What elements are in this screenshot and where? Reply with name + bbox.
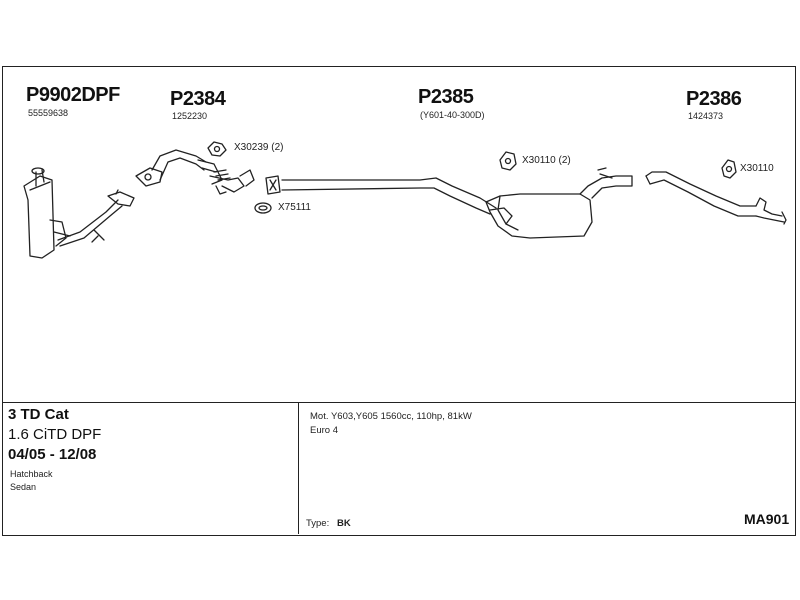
date-range: 04/05 - 12/08 bbox=[8, 446, 97, 463]
fitting-label-clamp: X30239 (2) bbox=[234, 142, 284, 153]
part-code-rear-pipe: P2386 bbox=[686, 88, 742, 110]
type-label: Type: bbox=[306, 518, 330, 529]
dpf-canister-drawing bbox=[23, 167, 135, 259]
fitting-label-gasket: X75111 bbox=[278, 202, 311, 213]
part-oe-front-pipe: 1252230 bbox=[172, 111, 208, 121]
type-value: BK bbox=[337, 518, 351, 529]
fitting-label-mount-rear: X30110 bbox=[740, 163, 774, 174]
part-code-middle-section: P2385 bbox=[418, 86, 474, 108]
rubber-mount-icon bbox=[721, 159, 737, 179]
middle-pipe-muffler-drawing bbox=[265, 167, 633, 239]
emission-standard: Euro 4 bbox=[310, 425, 338, 436]
rubber-mount-icon bbox=[499, 151, 517, 171]
engine-name: 3 TD Cat bbox=[8, 406, 69, 423]
part-oe-dpf: 55559638 bbox=[28, 108, 69, 118]
engine-variant: 1.6 CiTD DPF bbox=[8, 426, 102, 443]
part-code-dpf: P9902DPF bbox=[26, 84, 120, 106]
motor-spec: Mot. Y603,Y605 1560cc, 110hp, 81kW bbox=[310, 411, 472, 422]
fitting-label-mount-middle: X30110 (2) bbox=[522, 155, 571, 166]
part-oe-middle-section: (Y601-40-300D) bbox=[420, 110, 485, 120]
front-pipe-drawing bbox=[135, 149, 255, 195]
info-divider bbox=[2, 402, 796, 403]
clamp-icon bbox=[207, 141, 227, 157]
diagram-frame bbox=[2, 66, 796, 536]
part-code-front-pipe: P2384 bbox=[170, 88, 226, 110]
gasket-icon bbox=[254, 202, 272, 214]
part-oe-rear-pipe: 1424373 bbox=[688, 111, 724, 121]
body-type-hatchback: Hatchback bbox=[10, 469, 53, 479]
info-column-divider bbox=[298, 402, 299, 534]
system-code: MA901 bbox=[744, 511, 790, 527]
rear-pipe-drawing bbox=[645, 171, 787, 225]
body-type-sedan: Sedan bbox=[10, 482, 37, 492]
